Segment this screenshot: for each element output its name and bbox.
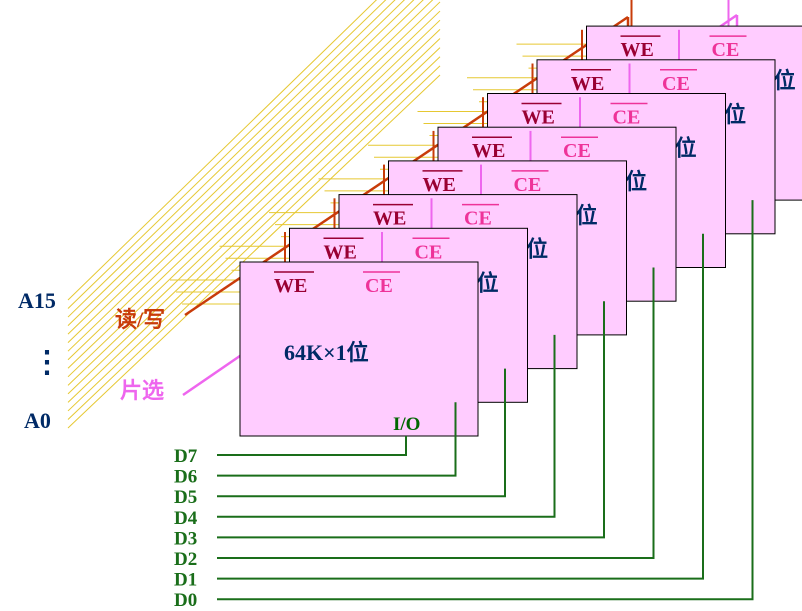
- address-line: [67, 38, 441, 395]
- chip-partial-label: 位: [625, 169, 647, 194]
- ce-label: CE: [464, 208, 492, 230]
- chip-partial-label: 位: [675, 136, 697, 161]
- chip-body: [239, 261, 479, 437]
- ce-label: CE: [563, 140, 591, 162]
- we-label: WE: [274, 275, 307, 297]
- address-line: [67, 65, 441, 420]
- chip-select-label: 片选: [120, 378, 164, 403]
- chip-partial-label: 位: [774, 68, 796, 93]
- address-line: [67, 0, 387, 309]
- we-label: WE: [571, 73, 604, 95]
- address-line: [67, 28, 441, 386]
- ce-label: CE: [415, 241, 443, 263]
- we-label: WE: [324, 241, 357, 263]
- address-line: [67, 10, 441, 369]
- chip-partial-label: 位: [477, 270, 499, 295]
- address-line: [67, 19, 441, 378]
- address-low-label: A0: [24, 408, 51, 433]
- data-line-label: D7: [174, 446, 198, 467]
- ce-label: CE: [613, 107, 641, 129]
- address-line: [67, 1, 441, 361]
- io-label: I/O: [393, 414, 420, 435]
- data-line-label: D6: [174, 467, 197, 488]
- address-high-label: A15: [18, 288, 56, 313]
- address-line: [67, 0, 396, 318]
- we-label: WE: [472, 140, 505, 162]
- address-line: [67, 47, 441, 403]
- ce-label: CE: [514, 174, 542, 196]
- chip-partial-label: 位: [576, 203, 598, 228]
- memory-chip: WE CE I/O 64K×1位: [239, 232, 479, 437]
- chip-partial-label: 位: [724, 102, 746, 127]
- data-line: [217, 436, 407, 456]
- address-line: [67, 0, 415, 335]
- read-write-label: 读/写: [115, 307, 165, 332]
- data-line-label: D2: [174, 549, 197, 570]
- address-line: [67, 0, 378, 301]
- address-line: [67, 74, 441, 429]
- data-line-label: D4: [174, 508, 198, 529]
- chip-stack: WECE位I/OWECE位I/OWECE位I/OWECE位I/OWECE位I/O…: [239, 0, 802, 437]
- chip-main-label: 64K×1位: [284, 340, 369, 365]
- ce-label: CE: [662, 73, 690, 95]
- data-line: [217, 402, 457, 477]
- address-line: [67, 0, 405, 326]
- chip-partial-label: 位: [526, 237, 548, 262]
- address-line: [67, 0, 424, 344]
- address-ellipsis: ⋮: [32, 346, 62, 379]
- address-bus: [67, 0, 587, 429]
- we-label: WE: [621, 39, 654, 61]
- we-label: WE: [522, 107, 555, 129]
- data-line-label: D1: [174, 570, 197, 591]
- data-line: [217, 200, 754, 601]
- data-line: [217, 334, 556, 518]
- data-line-label: D0: [174, 590, 197, 611]
- address-line: [67, 56, 441, 412]
- ce-label: CE: [712, 39, 740, 61]
- data-line: [217, 301, 605, 539]
- ce-label: CE: [365, 275, 393, 297]
- data-line: [217, 368, 506, 498]
- data-line: [217, 267, 655, 559]
- data-line-label: D3: [174, 528, 197, 549]
- data-line-label: D5: [174, 487, 197, 508]
- we-label: WE: [373, 208, 406, 230]
- data-line: [217, 233, 704, 580]
- address-line: [67, 0, 434, 352]
- we-label: WE: [423, 174, 456, 196]
